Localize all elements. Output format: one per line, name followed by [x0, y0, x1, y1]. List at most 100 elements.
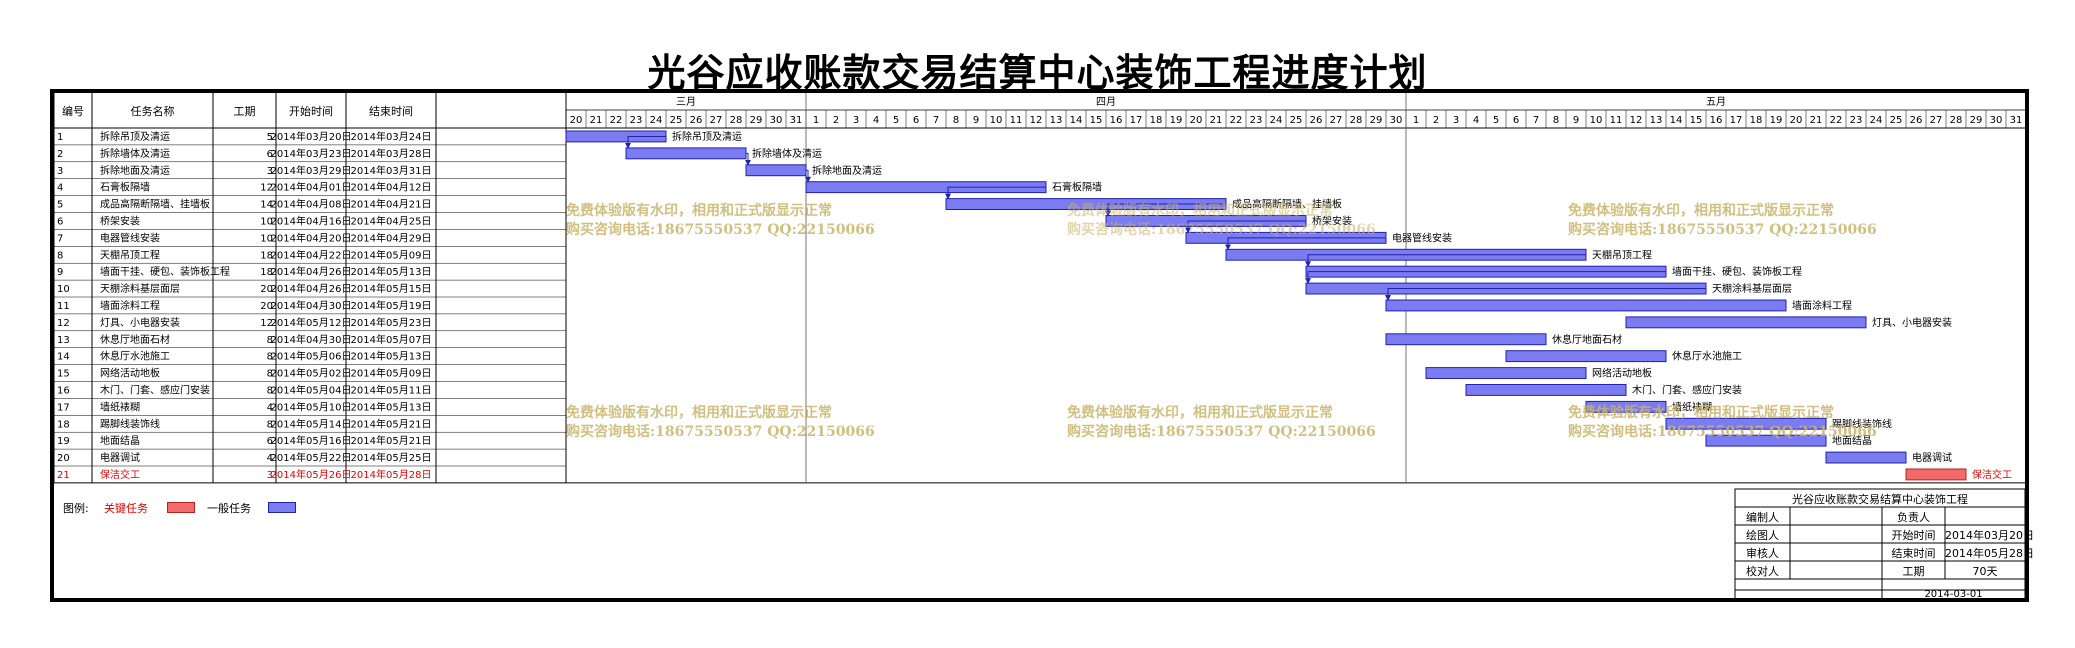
- task-id: 14: [57, 352, 70, 363]
- task-end: 2014年05月09日: [351, 367, 432, 380]
- day-tick-label: 27: [710, 115, 723, 126]
- task-duration: 6: [267, 149, 273, 160]
- dependency-arrow: [1225, 237, 1386, 251]
- task-duration: 12: [260, 183, 273, 194]
- dependency-arrow: [1305, 271, 1666, 285]
- bar-label: 墙纸裱糊: [1672, 400, 1712, 413]
- task-duration: 18: [260, 267, 273, 278]
- day-tick-label: 22: [1230, 115, 1243, 126]
- task-end: 2014年04月21日: [351, 198, 432, 211]
- task-duration: 8: [267, 335, 273, 346]
- task-id: 1: [57, 132, 63, 143]
- task-start: 2014年03月20日: [271, 130, 352, 143]
- gantt-bar: [1705, 434, 1827, 447]
- task-name: 墙纸裱糊: [100, 400, 140, 413]
- task-end: 2014年05月25日: [351, 451, 432, 464]
- task-end: 2014年03月28日: [351, 147, 432, 160]
- task-duration: 10: [260, 217, 273, 228]
- gantt-bar: [1425, 367, 1587, 380]
- bar-label: 天棚涂料基层面层: [1712, 282, 1792, 295]
- gantt-frame: [50, 89, 2029, 602]
- signature-editor-label: 编制人: [1746, 511, 1779, 524]
- task-id: 16: [57, 386, 70, 397]
- day-tick-label: 12: [1030, 115, 1043, 126]
- task-name: 石膏板隔墙: [100, 181, 150, 194]
- task-name: 踢脚线装饰线: [100, 417, 160, 430]
- day-tick-label: 29: [1370, 115, 1383, 126]
- task-name: 墙面涂料工程: [100, 299, 160, 312]
- task-name: 灯具、小电器安装: [100, 316, 180, 329]
- task-end: 2014年04月12日: [351, 181, 432, 194]
- task-start: 2014年04月01日: [271, 181, 352, 194]
- day-tick-label: 13: [1650, 115, 1663, 126]
- signature-owner-label: 负责人: [1897, 511, 1930, 524]
- task-duration: 5: [267, 132, 273, 143]
- day-tick-label: 25: [670, 115, 683, 126]
- task-name: 墙面干挂、硬包、装饰板工程: [100, 265, 230, 278]
- dependency-arrow: [1185, 220, 1306, 234]
- day-tick-label: 4: [1473, 115, 1479, 126]
- task-end: 2014年04月29日: [351, 231, 432, 244]
- chart-title: 光谷应收账款交易结算中心装饰工程进度计划: [647, 50, 1428, 95]
- signature-reviewer-label: 审核人: [1746, 547, 1779, 560]
- task-id: 2: [57, 149, 63, 160]
- signature-date: 2014-03-01: [1924, 589, 1983, 600]
- day-tick-label: 21: [1210, 115, 1223, 126]
- task-start: 2014年04月20日: [271, 231, 352, 244]
- task-duration: 4: [267, 402, 273, 413]
- dependency-arrow: [805, 169, 811, 183]
- task-start: 2014年04月30日: [271, 299, 352, 312]
- day-tick-label: 24: [650, 115, 663, 126]
- signature-duration-label: 工期: [1902, 565, 1925, 578]
- task-name: 拆除吊顶及清运: [100, 130, 170, 143]
- watermark: 免费体验版有水印，相用和正式版显示正常购买咨询电话:18675550537 QQ…: [1067, 203, 1376, 238]
- bar-label: 木门、门套、感应门安装: [1632, 384, 1742, 397]
- task-duration: 8: [267, 352, 273, 363]
- day-tick-label: 13: [1050, 115, 1063, 126]
- day-tick-label: 18: [1750, 115, 1763, 126]
- task-name: 电器管线安装: [100, 231, 160, 244]
- day-tick-label: 7: [1533, 115, 1539, 126]
- task-duration: 14: [260, 200, 273, 211]
- task-name: 桥架安装: [100, 215, 140, 228]
- task-name: 成品高隔断隔墙、挂墙板: [100, 198, 210, 211]
- gantt-bar: [1585, 400, 1667, 413]
- task-start: 2014年03月29日: [271, 164, 352, 177]
- gantt-bar: [1465, 384, 1627, 396]
- signature-checker-label: 校对人: [1746, 565, 1779, 578]
- task-start: 2014年05月16日: [271, 434, 352, 447]
- bar-label: 石膏板隔墙: [1052, 181, 1102, 194]
- legend-normal-label: 一般任务: [207, 502, 251, 515]
- dependency-arrow: [945, 186, 1046, 200]
- task-end: 2014年03月24日: [351, 130, 432, 143]
- task-duration: 10: [260, 233, 273, 244]
- task-name: 网络活动地板: [100, 367, 160, 380]
- day-tick-label: 28: [1950, 115, 1963, 126]
- day-tick-label: 5: [1493, 115, 1499, 126]
- day-tick-label: 28: [730, 115, 743, 126]
- day-tick-label: 19: [1770, 115, 1783, 126]
- task-name: 地面结晶: [100, 434, 140, 447]
- dependency-arrow: [1305, 254, 1586, 268]
- task-duration: 20: [260, 284, 273, 295]
- task-id: 17: [57, 402, 70, 413]
- bar-label: 网络活动地板: [1592, 367, 1652, 380]
- task-name: 木门、门套、感应门安装: [100, 384, 210, 397]
- task-duration: 12: [260, 318, 273, 329]
- day-tick-label: 22: [1830, 115, 1843, 126]
- day-tick-label: 6: [1513, 115, 1519, 126]
- task-id: 12: [57, 318, 70, 329]
- task-end: 2014年05月13日: [351, 350, 432, 363]
- day-tick-label: 9: [973, 115, 979, 126]
- day-tick-label: 20: [1190, 115, 1203, 126]
- task-id: 8: [57, 250, 63, 261]
- bar-label: 电器调试: [1912, 451, 1952, 464]
- day-tick-label: 20: [1790, 115, 1803, 126]
- gantt-bar: [1385, 333, 1547, 346]
- task-name: 拆除墙体及清运: [100, 147, 170, 160]
- bar-label: 休息厅地面石材: [1552, 333, 1622, 346]
- bar-label: 桥架安装: [1312, 215, 1352, 228]
- task-name: 电器调试: [100, 451, 140, 464]
- column-header: 结束时间: [369, 105, 413, 118]
- bar-label: 墙面干挂、硬包、装饰板工程: [1672, 265, 1802, 278]
